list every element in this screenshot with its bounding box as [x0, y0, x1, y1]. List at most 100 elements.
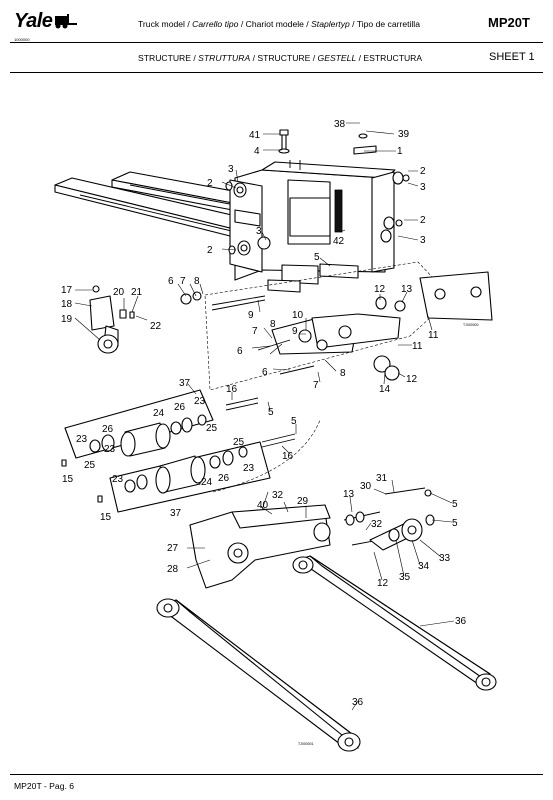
- callout: 3: [256, 226, 262, 237]
- callout: 3: [228, 164, 234, 175]
- callout: 13: [401, 284, 413, 295]
- callout: 35: [399, 572, 411, 583]
- callout: 25: [84, 460, 96, 471]
- callout: 38: [334, 119, 346, 130]
- callout: 24: [153, 408, 165, 419]
- callout: 12: [377, 578, 389, 589]
- callout: 25: [206, 423, 218, 434]
- callout: 20: [113, 287, 125, 298]
- forklift-logo-icon: [55, 14, 78, 29]
- callout: 4: [254, 146, 260, 157]
- callout: 23: [243, 463, 255, 474]
- callout: 27: [167, 543, 179, 554]
- callout: 23: [112, 474, 124, 485]
- callout: 9: [248, 310, 254, 321]
- callout: 7: [180, 276, 186, 287]
- callout: 11: [428, 330, 439, 341]
- sheet-header: Yale 1000000 Truck model / Carrello tipo…: [0, 0, 553, 72]
- drawing-code: TJ000001: [298, 742, 314, 746]
- callout: 15: [100, 512, 112, 523]
- callout: 7: [313, 380, 319, 391]
- roller-assembly-box-lower: [109, 441, 271, 513]
- header-divider-top: [10, 42, 543, 43]
- link-plates: [180, 271, 493, 381]
- model-code: MP20T: [488, 15, 530, 30]
- callout: 7: [252, 326, 258, 337]
- drawing-code: TJ000000: [463, 323, 479, 327]
- callout: 33: [439, 553, 451, 564]
- callout: 28: [167, 564, 179, 575]
- callout: 23: [104, 444, 116, 455]
- callout: 16: [226, 384, 238, 395]
- left-bracket-assembly: [89, 285, 135, 354]
- callout: 2: [420, 166, 426, 177]
- brand-code: 1000000: [14, 37, 30, 42]
- callout: 14: [379, 384, 391, 395]
- callout: 5: [291, 416, 297, 427]
- callout: 25: [233, 437, 245, 448]
- callout: 32: [371, 519, 383, 530]
- callout: 37: [179, 378, 191, 389]
- callout: 16: [282, 451, 294, 462]
- callout: 31: [376, 473, 388, 484]
- truck-model-label: Truck model / Carrello tipo / Chariot mo…: [138, 19, 420, 29]
- callout: 12: [406, 374, 418, 385]
- sheet-number: SHEET 1: [489, 51, 535, 63]
- callout: 9: [292, 326, 298, 337]
- callout: 15: [62, 474, 74, 485]
- callout: 34: [418, 561, 430, 572]
- callout: 39: [398, 129, 410, 140]
- callout: 42: [333, 236, 345, 247]
- callout: 5: [268, 407, 274, 418]
- callout: 26: [174, 402, 186, 413]
- callout: 23: [194, 396, 206, 407]
- callout: 8: [194, 276, 200, 287]
- callout: 40: [257, 500, 269, 511]
- callout: 36: [455, 616, 467, 627]
- callout: 22: [150, 321, 162, 332]
- part-callouts: 38 39 41 1 4 2 3 2 3 2 3 2 3 2 3 42 5 17…: [61, 119, 479, 746]
- callout: 1: [397, 146, 403, 157]
- callout: 36: [352, 697, 364, 708]
- callout: 30: [360, 481, 372, 492]
- footer-divider: [10, 774, 543, 775]
- callout: 29: [297, 496, 309, 507]
- roller-assembly-box: [64, 389, 214, 459]
- leader-lines: [74, 122, 455, 711]
- callout: 37: [170, 508, 182, 519]
- callout: 6: [168, 276, 174, 287]
- brand-name: Yale: [14, 10, 53, 32]
- callout: 2: [207, 178, 213, 189]
- callout: 17: [61, 285, 73, 296]
- callout: 24: [201, 477, 213, 488]
- header-divider-bottom: [10, 72, 543, 73]
- callout: 2: [207, 245, 213, 256]
- callout: 2: [420, 215, 426, 226]
- callout: 5: [452, 518, 458, 529]
- upper-fasteners: [225, 129, 410, 256]
- callout: 11: [412, 341, 423, 352]
- callout: 3: [420, 182, 426, 193]
- structure-label: STRUCTURE / STRUTTURA / STRUCTURE / GEST…: [138, 53, 423, 63]
- lower-lever-assembly: [189, 487, 435, 589]
- callout: 6: [262, 367, 268, 378]
- lower-arms: [156, 555, 497, 752]
- page-footer: MP20T - Pag. 6: [14, 781, 75, 791]
- callout: 5: [314, 252, 320, 263]
- hidden-edge: [212, 419, 321, 493]
- callout: 23: [76, 434, 88, 445]
- callout: 26: [102, 424, 114, 435]
- yale-logo: Yale: [14, 10, 79, 33]
- callout: 26: [218, 473, 230, 484]
- callout: 12: [374, 284, 386, 295]
- callout: 8: [340, 368, 346, 379]
- callout: 21: [131, 287, 143, 298]
- callout: 32: [272, 490, 284, 501]
- callout: 8: [270, 319, 276, 330]
- callout: 41: [249, 130, 261, 141]
- fork-frame: [54, 160, 396, 293]
- callout: 13: [343, 489, 355, 500]
- callout: 5: [452, 499, 458, 510]
- rollers: [61, 397, 296, 503]
